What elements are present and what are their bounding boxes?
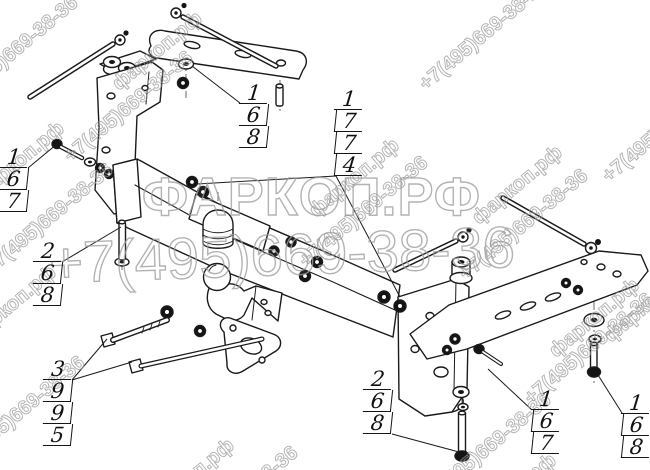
tow-ball <box>202 262 232 292</box>
leader-line <box>196 175 337 185</box>
leader-line <box>27 143 58 169</box>
spacer-bushing <box>449 256 473 285</box>
leader-lines <box>27 65 623 453</box>
vertical-bolt <box>589 343 598 371</box>
leader-line <box>597 374 623 414</box>
top-strap-plate <box>148 29 308 80</box>
anchor-rod-group <box>27 2 601 273</box>
small-stud <box>275 85 284 107</box>
leader-line <box>487 368 533 411</box>
leader-line <box>61 226 122 263</box>
leader-line <box>335 175 401 298</box>
ball-cover-cap <box>202 209 234 249</box>
leader-line <box>71 338 108 381</box>
nut-washer-group <box>83 58 605 412</box>
bolt-group <box>51 83 602 462</box>
leader-line <box>391 433 460 453</box>
long-bolt-head <box>128 358 144 374</box>
leader-line <box>71 361 133 381</box>
leader-line <box>191 65 241 104</box>
vertical-bolt <box>457 412 467 454</box>
main-beam <box>112 158 401 338</box>
tow-ball-assembly <box>202 262 283 322</box>
